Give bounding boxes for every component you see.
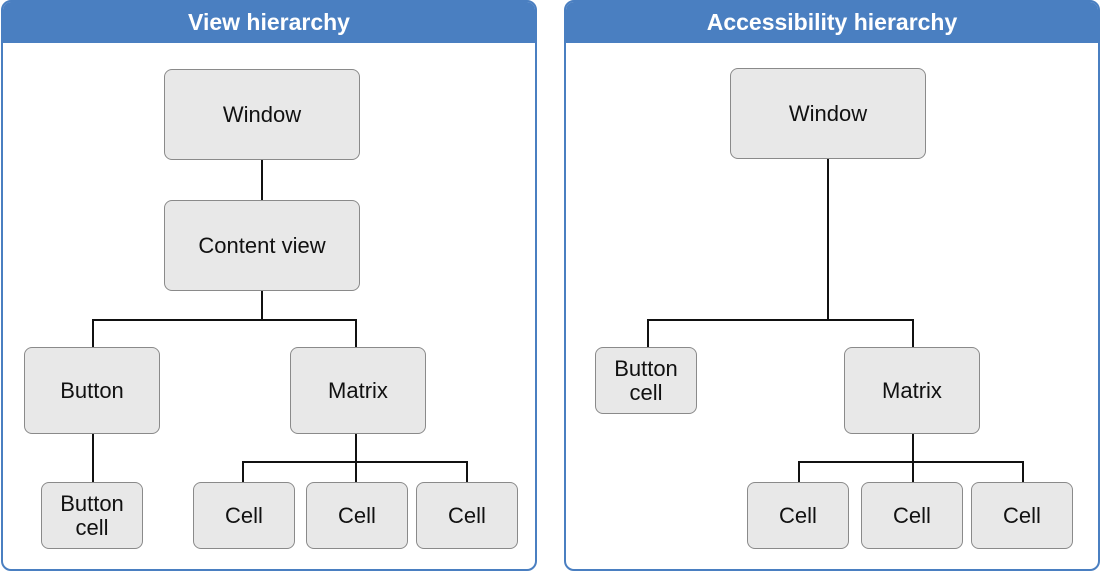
node-button: Button — [24, 347, 160, 434]
accessibility-hierarchy-title: Accessibility hierarchy — [566, 2, 1098, 43]
connector-matrix-down — [912, 434, 914, 462]
node-cell-3: Cell — [416, 482, 518, 549]
node-button-cell: Button cell — [41, 482, 143, 549]
connector-window-down — [827, 159, 829, 320]
connector-to-matrix — [912, 319, 914, 348]
connector-window-content — [261, 160, 263, 202]
view-hierarchy-title: View hierarchy — [3, 2, 535, 43]
accessibility-hierarchy-tree: Window Button cell Matrix Cell Cell Cell — [566, 2, 1098, 569]
node-window: Window — [730, 68, 926, 159]
node-window: Window — [164, 69, 360, 160]
node-cell-2: Cell — [306, 482, 408, 549]
node-cell-1: Cell — [747, 482, 849, 549]
connector-to-cell-3 — [1022, 461, 1024, 482]
connector-to-matrix — [355, 319, 357, 348]
node-button-cell: Button cell — [595, 347, 697, 414]
connector-to-cell-1 — [242, 461, 244, 482]
accessibility-hierarchy-panel: Accessibility hierarchy Window Button ce… — [564, 0, 1100, 571]
connector-to-cell-2 — [912, 461, 914, 482]
connector-cells-bar — [798, 461, 1024, 463]
node-cell-1: Cell — [193, 482, 295, 549]
node-matrix: Matrix — [844, 347, 980, 434]
view-hierarchy-panel: View hierarchy Window Content view Butto… — [1, 0, 537, 571]
view-hierarchy-tree: Window Content view Button Matrix Button… — [3, 2, 535, 569]
connector-content-bar — [92, 319, 357, 321]
connector-content-down — [261, 291, 263, 320]
connector-to-cell-2 — [355, 461, 357, 482]
connector-button-buttoncell — [92, 434, 94, 482]
node-content-view: Content view — [164, 200, 360, 291]
connector-to-button — [92, 319, 94, 348]
connector-matrix-down — [355, 434, 357, 462]
connector-to-cell-1 — [798, 461, 800, 482]
connector-to-cell-3 — [466, 461, 468, 482]
connector-to-button-cell — [647, 319, 649, 348]
node-cell-2: Cell — [861, 482, 963, 549]
connector-window-bar — [647, 319, 914, 321]
node-matrix: Matrix — [290, 347, 426, 434]
node-cell-3: Cell — [971, 482, 1073, 549]
